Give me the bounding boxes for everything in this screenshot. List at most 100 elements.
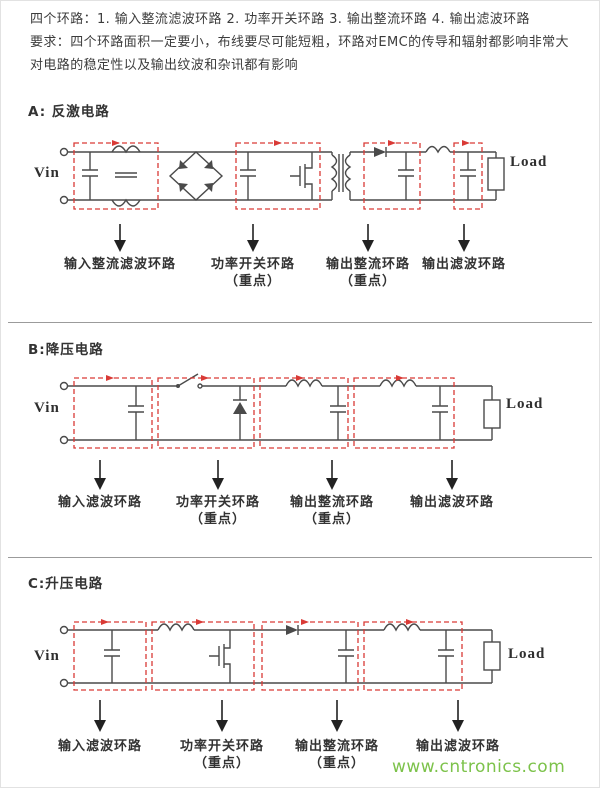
capacitor-icon xyxy=(438,630,454,683)
loop-label-text: 输出滤波环路 xyxy=(409,495,494,510)
loop-label-input: 输入滤波环路 xyxy=(40,738,160,755)
down-arrow-head-icon xyxy=(331,720,343,732)
header-line-2: 要求：四个环路面积一定要小，布线要尽可能短粗，环路对EMC的传导和辐射都影响非常… xyxy=(30,35,569,50)
capacitor-icon xyxy=(82,152,98,200)
flyback-circuit-diagram xyxy=(59,140,505,252)
capacitor-icon xyxy=(104,630,120,683)
capacitor-icon xyxy=(460,152,476,200)
input-terminal-icon xyxy=(59,625,69,635)
inductor-icon xyxy=(379,379,417,388)
section-title-a: A: 反激电路 xyxy=(28,104,110,120)
down-arrow-head-icon xyxy=(458,240,470,252)
diode-icon xyxy=(374,147,386,157)
loop-label-rectifier: 输出整流环路 （重点） xyxy=(272,494,392,528)
loop-label-text: 输出整流环路 xyxy=(325,257,410,272)
loop-label-emphasis: （重点） xyxy=(339,274,396,289)
loop-direction-arrow-icon xyxy=(196,619,204,625)
boost-circuit-diagram xyxy=(59,619,501,732)
loop-label-input: 输入滤波环路 xyxy=(40,494,160,511)
loop-direction-arrow-icon xyxy=(296,375,304,381)
loop-label-filter: 输出滤波环路 xyxy=(392,494,512,511)
input-terminal-icon xyxy=(59,678,69,688)
diode-icon xyxy=(233,386,247,440)
loop-label-rectifier: 输出整流环路 （重点） xyxy=(308,256,428,290)
loop-direction-arrow-icon xyxy=(462,140,470,146)
capacitor-icon xyxy=(432,386,448,440)
loop-label-switch: 功率开关环路 （重点） xyxy=(193,256,313,290)
loop-label-text: 功率开关环路 xyxy=(175,495,260,510)
bridge-diode-icon xyxy=(179,160,188,169)
transformer-icon xyxy=(330,154,352,192)
loop-label-filter: 输出滤波环路 xyxy=(398,738,518,755)
loop-label-text: 输入滤波环路 xyxy=(57,739,142,754)
header-text: 四个环路：1. 输入整流滤波环路 2. 功率开关环路 3. 输出整流环路 4. … xyxy=(30,8,582,77)
loop-label-emphasis: （重点） xyxy=(303,512,360,527)
down-arrow-head-icon xyxy=(94,720,106,732)
section-title-c: C:升压电路 xyxy=(28,576,104,592)
capacitor-icon xyxy=(338,630,354,683)
loop-input-rect xyxy=(73,621,147,691)
loop-direction-arrow-icon xyxy=(112,140,120,146)
bridge-diode-icon xyxy=(204,183,213,192)
loop-label-emphasis: （重点） xyxy=(189,512,246,527)
down-arrow-head-icon xyxy=(452,720,464,732)
loop-direction-arrow-icon xyxy=(201,375,209,381)
loop-label-text: 输入整流滤波环路 xyxy=(63,257,176,272)
watermark: www.cntronics.com xyxy=(392,757,566,777)
bridge-diode-icon xyxy=(179,183,188,192)
buck-circuit-diagram xyxy=(59,373,501,490)
section-boost: C:升压电路 Vin Load xyxy=(0,572,600,788)
load-label: Load xyxy=(506,396,544,412)
load-label: Load xyxy=(510,154,548,170)
capacitor-icon xyxy=(398,152,414,200)
loop-rectifier-rect xyxy=(259,377,349,449)
loop-direction-arrow-icon xyxy=(396,375,404,381)
vin-label: Vin xyxy=(34,400,60,416)
loop-input-rect xyxy=(73,377,153,449)
loop-filter-rect xyxy=(353,377,455,449)
loop-label-text: 输出滤波环路 xyxy=(421,257,506,272)
down-arrow-head-icon xyxy=(247,240,259,252)
wire xyxy=(68,629,493,684)
wire xyxy=(68,151,497,201)
inductor-icon xyxy=(157,623,195,632)
mosfet-icon xyxy=(209,630,231,683)
loop-label-input: 输入整流滤波环路 xyxy=(55,256,185,273)
input-terminal-icon xyxy=(59,147,69,157)
switch-icon xyxy=(177,373,199,387)
loop-label-emphasis: （重点） xyxy=(193,756,250,771)
capacitor-icon xyxy=(240,152,256,200)
down-arrow-head-icon xyxy=(446,478,458,490)
input-terminal-icon xyxy=(59,381,69,391)
down-arrow-head-icon xyxy=(212,478,224,490)
load-box xyxy=(483,399,501,429)
input-terminal-icon xyxy=(59,435,69,445)
common-mode-choke-icon xyxy=(111,145,141,207)
capacitor-icon xyxy=(330,386,346,440)
diode-icon xyxy=(286,625,298,635)
down-arrow-head-icon xyxy=(114,240,126,252)
inductor-icon xyxy=(285,379,323,388)
loop-rectifier-rect xyxy=(261,621,359,691)
load-box xyxy=(487,157,505,191)
loop-label-rectifier: 输出整流环路 （重点） xyxy=(277,738,397,772)
bridge-diode-icon xyxy=(204,160,213,169)
input-terminal-icon xyxy=(59,195,69,205)
capacitor-icon xyxy=(128,386,144,440)
loop-label-text: 输入滤波环路 xyxy=(57,495,142,510)
section-title-b: B:降压电路 xyxy=(28,342,104,358)
inductor-icon xyxy=(383,623,421,632)
loop-direction-arrow-icon xyxy=(101,619,109,625)
switch-contact-icon xyxy=(197,383,203,389)
loop-direction-arrow-icon xyxy=(388,140,396,146)
diode-icon xyxy=(233,402,247,414)
down-arrow-head-icon xyxy=(94,478,106,490)
bridge-rectifier-icon xyxy=(168,151,224,201)
mosfet-icon xyxy=(290,152,313,200)
inductor-icon xyxy=(425,145,451,154)
load-label: Load xyxy=(508,646,546,662)
section-flyback: A: 反激电路 Vin Load xyxy=(0,100,600,300)
loop-label-switch: 功率开关环路 （重点） xyxy=(162,738,282,772)
down-arrow-head-icon xyxy=(216,720,228,732)
